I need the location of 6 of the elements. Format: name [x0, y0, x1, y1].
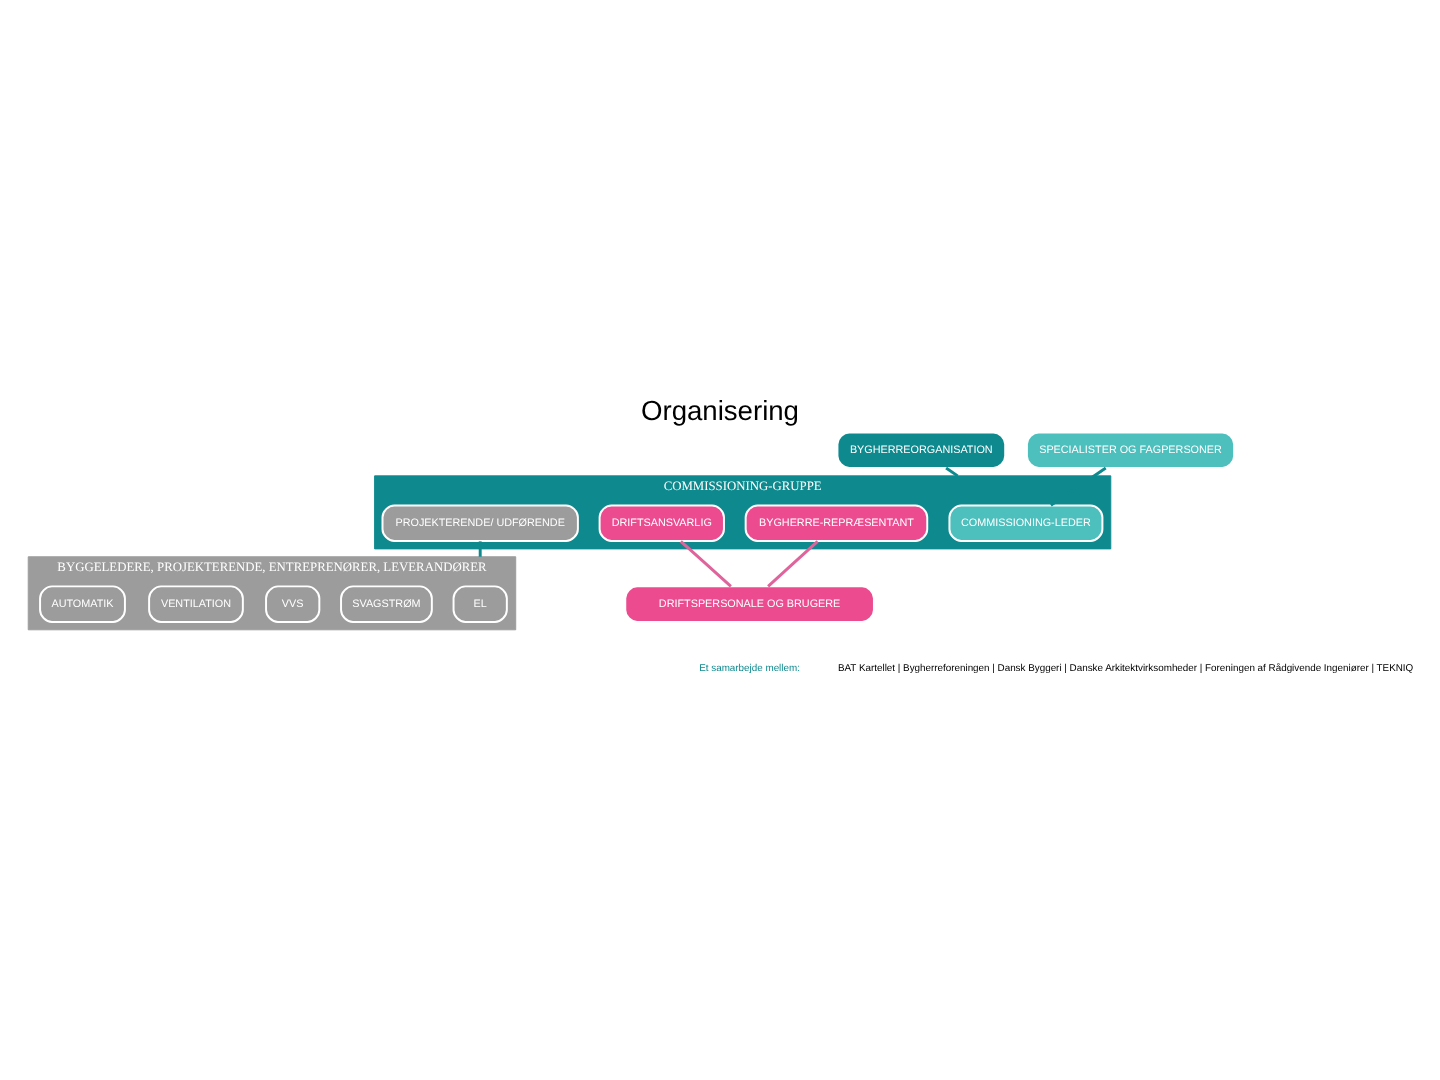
connector — [679, 540, 732, 588]
diagram-title: Organisering — [641, 394, 799, 426]
connector — [767, 540, 819, 588]
connector — [478, 541, 482, 557]
connector — [1050, 466, 1107, 507]
connector — [945, 466, 959, 478]
